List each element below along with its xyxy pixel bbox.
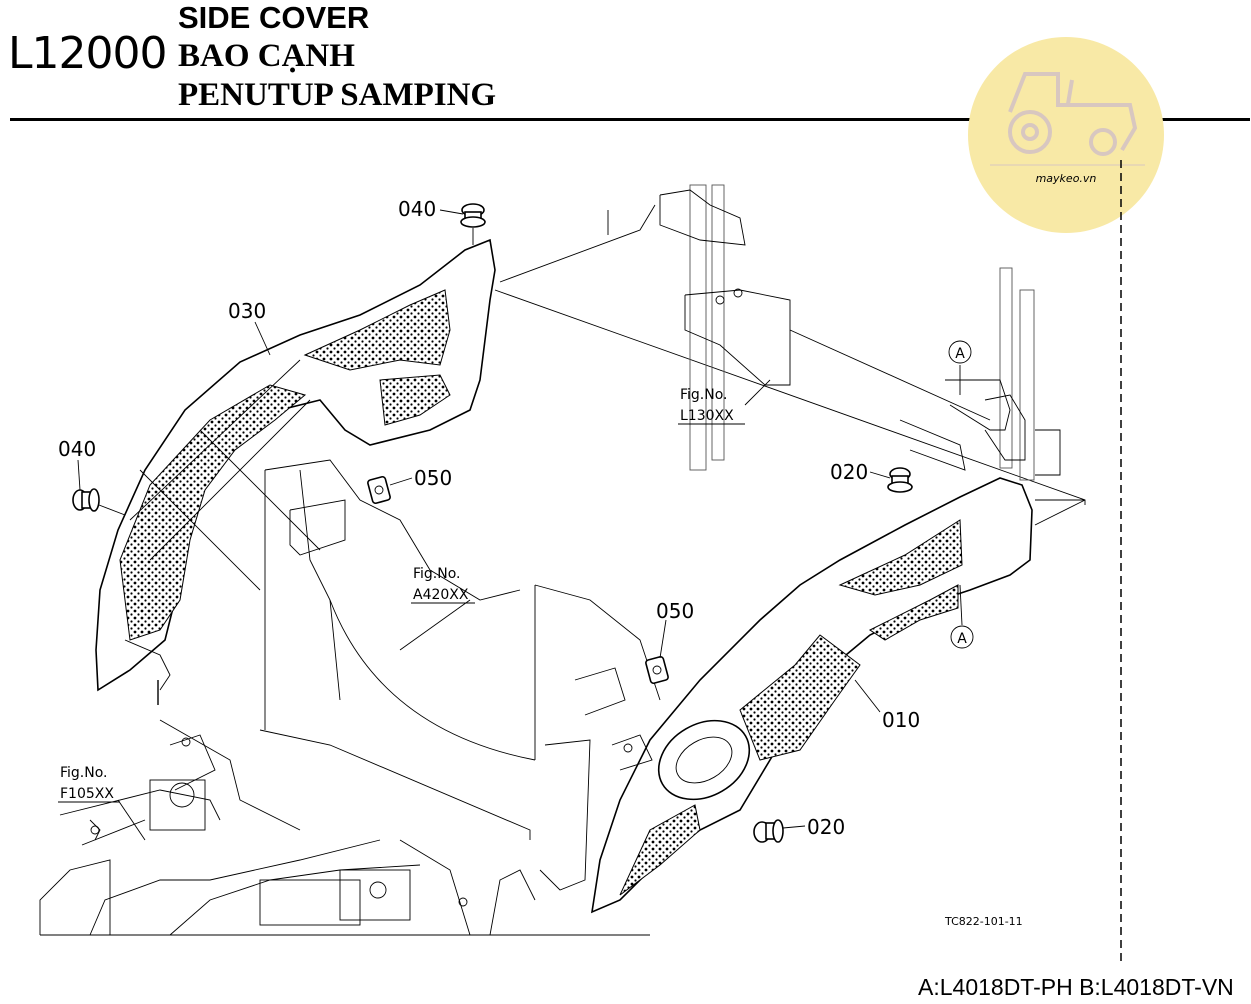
model-footnote: A:L4018DT-PH B:L4018DT-VN <box>918 974 1234 1000</box>
right-side-cover-010[interactable] <box>590 477 1033 914</box>
callout-020-bottom: 020 <box>807 815 845 839</box>
watermark-text: maykeo.vn <box>1036 172 1097 185</box>
bolt-040-top[interactable] <box>460 203 486 245</box>
fig-ref-f105xx[interactable]: Fig.No. F105XX <box>58 765 120 803</box>
fig-ref-l130xx[interactable]: Fig.No. L130XX <box>678 387 745 425</box>
fig-ref-a420xx[interactable]: Fig.No. A420XX <box>411 566 475 604</box>
fig-ref-a420xx-label: Fig.No. <box>413 566 461 582</box>
leader-lines <box>77 209 963 841</box>
bolt-020-bottom[interactable] <box>753 819 784 843</box>
bolt-040-left[interactable] <box>72 488 126 516</box>
diagram-code: TC822-101-11 <box>944 915 1023 928</box>
title-indonesian: PENUTUP SAMPING <box>178 77 497 113</box>
fig-ref-f105xx-label: Fig.No. <box>60 765 108 781</box>
callout-020-top: 020 <box>830 460 868 484</box>
fig-ref-a420xx-number: A420XX <box>413 587 469 603</box>
callout-050-top: 050 <box>414 466 452 490</box>
title-vietnamese: BAO CẠNH <box>178 38 355 74</box>
marker-a-bottom: A <box>950 625 974 649</box>
callout-040-left: 040 <box>58 437 96 461</box>
title-english: SIDE COVER <box>178 0 370 35</box>
bolt-020-top[interactable] <box>887 467 913 493</box>
clip-nut-050-top[interactable] <box>367 475 391 505</box>
watermark-logo: maykeo.vn <box>968 37 1164 233</box>
clip-nut-050-mid[interactable] <box>645 655 669 685</box>
section-code: L12000 <box>8 28 167 79</box>
marker-a-top-label: A <box>955 346 965 362</box>
tractor-icon <box>1008 72 1138 156</box>
watermark-circle <box>968 37 1164 233</box>
callout-050-mid: 050 <box>656 599 694 623</box>
chassis-frame-background <box>39 184 1086 936</box>
fig-ref-l130xx-number: L130XX <box>680 408 734 424</box>
marker-a-bottom-label: A <box>957 631 967 647</box>
left-side-cover-030[interactable] <box>95 238 496 705</box>
callout-030: 030 <box>228 299 266 323</box>
callout-010: 010 <box>882 708 920 732</box>
marker-a-top: A <box>948 340 972 364</box>
fig-ref-f105xx-number: F105XX <box>60 786 114 802</box>
callout-040-top: 040 <box>398 197 436 221</box>
fig-ref-l130xx-label: Fig.No. <box>680 387 728 403</box>
header-rule <box>10 118 1250 121</box>
